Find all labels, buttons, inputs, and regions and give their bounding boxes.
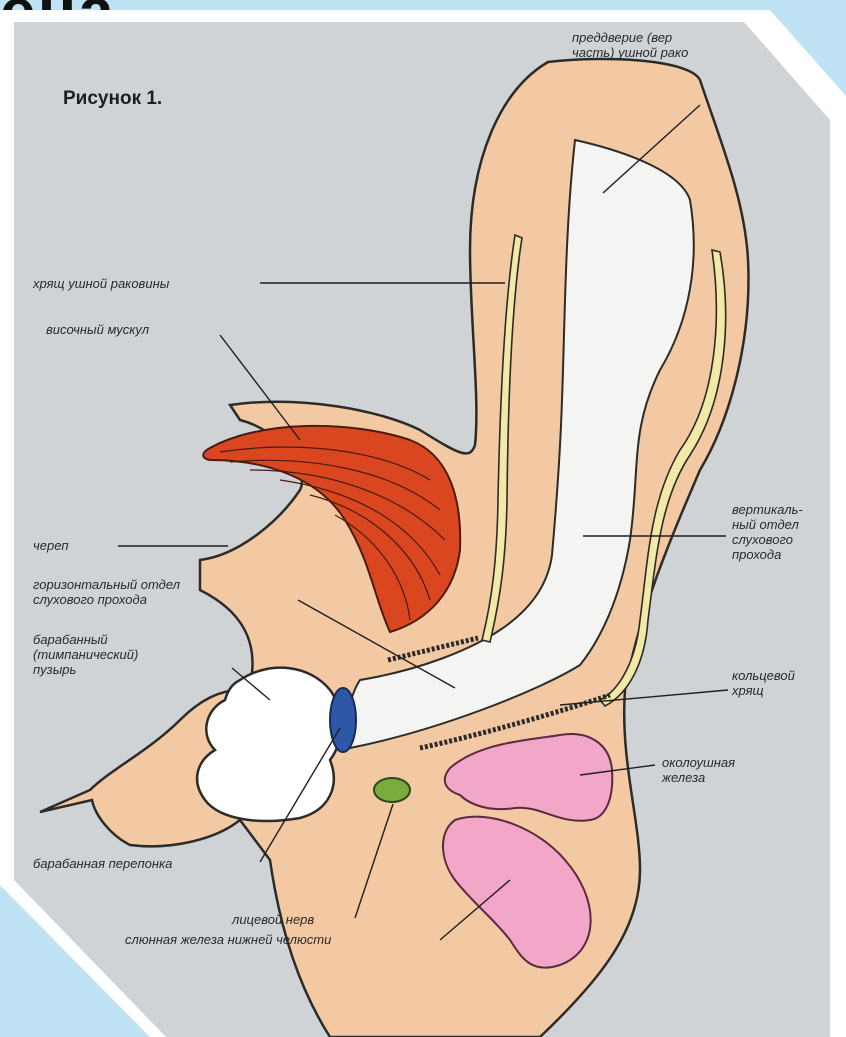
label-facial-nerve: лицевой нерв — [232, 912, 314, 927]
label-temporal-muscle: височный мускул — [46, 322, 149, 337]
label-skull: череп — [33, 538, 69, 553]
label-parotid-gland: околоушная железа — [662, 755, 735, 785]
label-vertical-canal: вертикаль- ный отдел слухового прохода — [732, 502, 803, 562]
facial-nerve — [374, 778, 410, 802]
figure-title: Рисунок 1. — [63, 88, 162, 110]
label-vestibule: преддверие (вер часть) ушной рако — [572, 30, 747, 60]
label-horizontal-canal: горизонтальный отдел слухового прохода — [33, 577, 180, 607]
eardrum — [330, 688, 356, 752]
label-tympanic-bulla: барабанный (тимпанический) пузырь — [33, 632, 138, 677]
label-cartilage: хрящ ушной раковины — [33, 276, 169, 291]
label-eardrum: барабанная перепонка — [33, 856, 172, 871]
label-mandibular-gland: слюнная железа нижней челюсти — [125, 932, 331, 947]
label-annular-cartilage: кольцевой хрящ — [732, 668, 795, 698]
